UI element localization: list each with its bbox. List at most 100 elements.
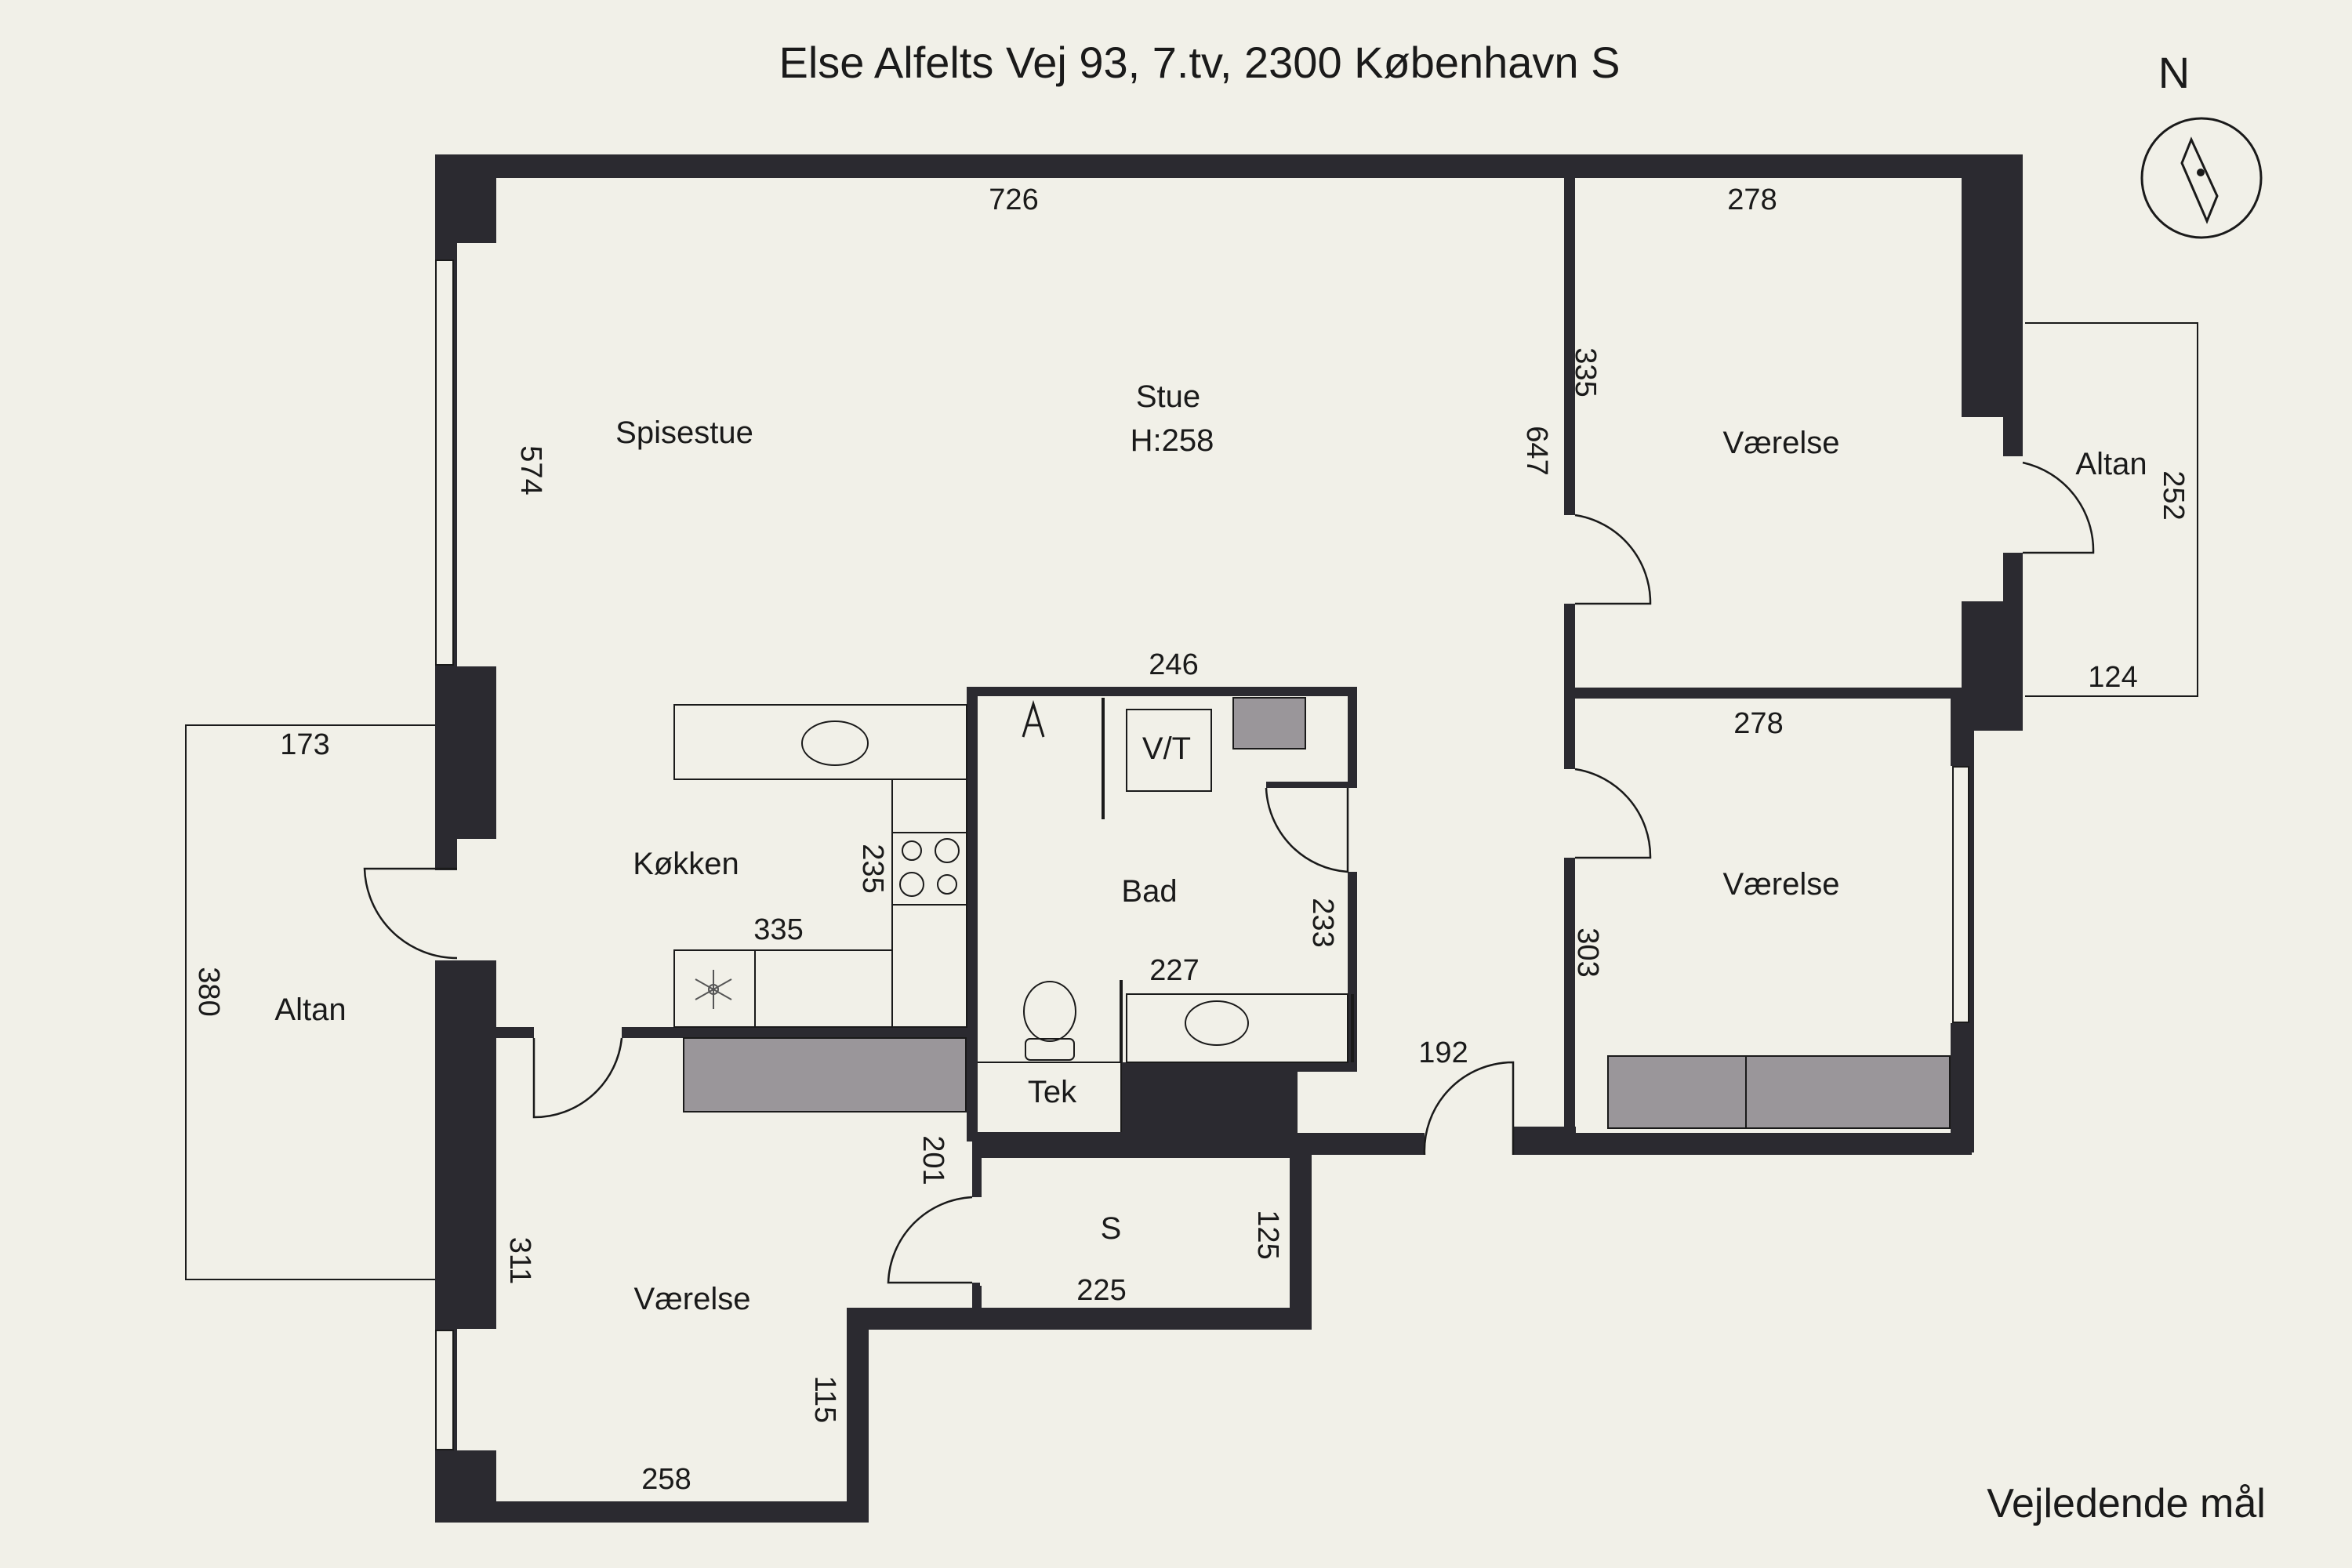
wall-tek-bottom <box>967 1132 1131 1142</box>
dim-s-right: 125 <box>1251 1210 1284 1260</box>
wall-right-1 <box>1962 154 2023 417</box>
room-label-koekken: Køkken <box>633 847 739 881</box>
dim-hall-door: 192 <box>1418 1036 1468 1069</box>
dim-room3-width: 258 <box>641 1463 691 1496</box>
door-room2 <box>1574 768 1652 859</box>
wall-divider-bottom <box>1513 1127 1576 1155</box>
kitchen-cabinet-column <box>891 779 967 1028</box>
compass <box>2140 117 2263 239</box>
room-label-altan-left: Altan <box>274 993 347 1027</box>
bath-sink <box>1185 1000 1249 1046</box>
dim-stue-right: 647 <box>1520 426 1553 476</box>
window-left-bottom <box>435 1330 454 1450</box>
wall-rooms-horizontal <box>1572 688 1960 699</box>
bath-vanity <box>1126 993 1348 1063</box>
wall-step-horizontal <box>847 1308 1312 1330</box>
room-label-spisestue: Spisestue <box>615 416 753 450</box>
wall-bath-right-2 <box>1348 872 1357 1072</box>
wardrobe-room2-left <box>1607 1055 1747 1129</box>
compass-needle-icon <box>2180 136 2219 224</box>
dim-room1-depth: 335 <box>1569 347 1602 397</box>
door-altan-left <box>363 867 458 960</box>
fixtures <box>673 698 1354 1132</box>
bath-cabinet <box>1232 697 1306 750</box>
wall-kitchen-room-1 <box>496 1027 534 1038</box>
dim-kitchen-depth: 235 <box>856 844 889 894</box>
wall-left-3 <box>435 960 496 1329</box>
room-label-vaerelse-bottom-left: Værelse <box>633 1282 751 1316</box>
dim-bad-inner-width: 227 <box>1149 954 1200 987</box>
dim-s-depth: 201 <box>916 1135 949 1185</box>
toilet-tank <box>1025 1038 1075 1061</box>
doors <box>363 461 2095 1284</box>
dim-altan-right-depth: 252 <box>2157 470 2190 521</box>
wall-step-vertical <box>847 1308 869 1523</box>
burner-2 <box>935 838 960 863</box>
dim-stue-width: 726 <box>989 183 1039 216</box>
wall-left-thin-2 <box>435 839 457 870</box>
door-altan-right <box>2022 461 2095 554</box>
washer-dryer <box>1126 709 1212 792</box>
dim-altan-left-depth: 380 <box>192 967 225 1017</box>
dim-s-width: 225 <box>1076 1274 1127 1307</box>
room-label-vaerelse-top-right: Værelse <box>1722 426 1840 460</box>
dim-altan-right-width: 124 <box>2088 661 2138 694</box>
window-right <box>1952 766 1969 1023</box>
dim-room2-depth: 303 <box>1571 927 1604 978</box>
wall-divider-2 <box>1564 604 1575 769</box>
wall-top <box>435 154 2023 178</box>
room-label-vaerelse-mid-right: Værelse <box>1722 867 1840 902</box>
wardrobe-room2-right <box>1745 1055 1951 1129</box>
room-label-s: S <box>1100 1211 1122 1246</box>
wardrobe-room3 <box>683 1037 967 1112</box>
wall-left-2 <box>435 666 496 839</box>
wall-right-6 <box>1951 1023 1974 1152</box>
toilet-bowl <box>1023 981 1076 1042</box>
windows <box>435 260 1969 1450</box>
dim-room3-step: 115 <box>808 1375 841 1424</box>
wall-bath-right-1 <box>1348 687 1357 785</box>
wall-bath-top <box>967 687 1357 696</box>
dim-altan-left-width: 173 <box>280 728 330 761</box>
snowflake-icon <box>695 970 732 1009</box>
altan-left-outline <box>185 724 435 1280</box>
compass-north-label: N <box>2158 48 2190 97</box>
kitchen-counter-top <box>673 704 967 780</box>
room-label-stue: Stue <box>1135 379 1201 414</box>
dim-stue-depth: 574 <box>514 445 547 495</box>
burner-4 <box>937 874 957 895</box>
ventilation-symbol <box>1022 699 1045 738</box>
dim-room2-width: 278 <box>1733 707 1784 740</box>
kitchen-counter-bottom <box>673 949 893 1028</box>
dim-bad-depth: 233 <box>1306 898 1339 948</box>
wall-right-3 <box>2003 553 2023 601</box>
room-label-bad: Bad <box>1121 874 1178 909</box>
wall-s-top <box>972 1141 1312 1158</box>
burner-3 <box>899 872 924 897</box>
wall-right-2 <box>2003 416 2023 456</box>
page-title: Else Alfelts Vej 93, 7.tv, 2300 Københav… <box>779 38 1621 87</box>
room-label-vt: V/T <box>1142 731 1192 766</box>
wall-divider-3 <box>1564 858 1575 1133</box>
wall-s-right <box>1290 1141 1312 1330</box>
fridge <box>673 949 756 1028</box>
dim-room3-depth: 311 <box>503 1236 536 1285</box>
stove <box>891 832 967 906</box>
altan-right-outline <box>2025 322 2198 697</box>
door-entry <box>1423 1061 1515 1156</box>
balconies <box>185 322 2198 1280</box>
compass-center <box>2197 169 2205 176</box>
wall-hall-bottom-2 <box>1513 1133 1972 1155</box>
dim-bad-width: 246 <box>1149 648 1199 681</box>
wall-tek-block <box>1121 1062 1298 1141</box>
wall-divider-1 <box>1564 178 1575 515</box>
wall-left-1 <box>435 154 496 243</box>
wall-hall-bottom-1 <box>1290 1133 1425 1155</box>
disclaimer-note: Vejledende mål <box>1987 1481 2266 1526</box>
wall-right-5 <box>1951 688 1974 766</box>
wall-right-thin <box>1968 766 1974 1023</box>
wall-s-bottom <box>972 1283 980 1314</box>
wall-s-left-1 <box>972 1141 982 1197</box>
wall-bath-left <box>967 687 978 1142</box>
